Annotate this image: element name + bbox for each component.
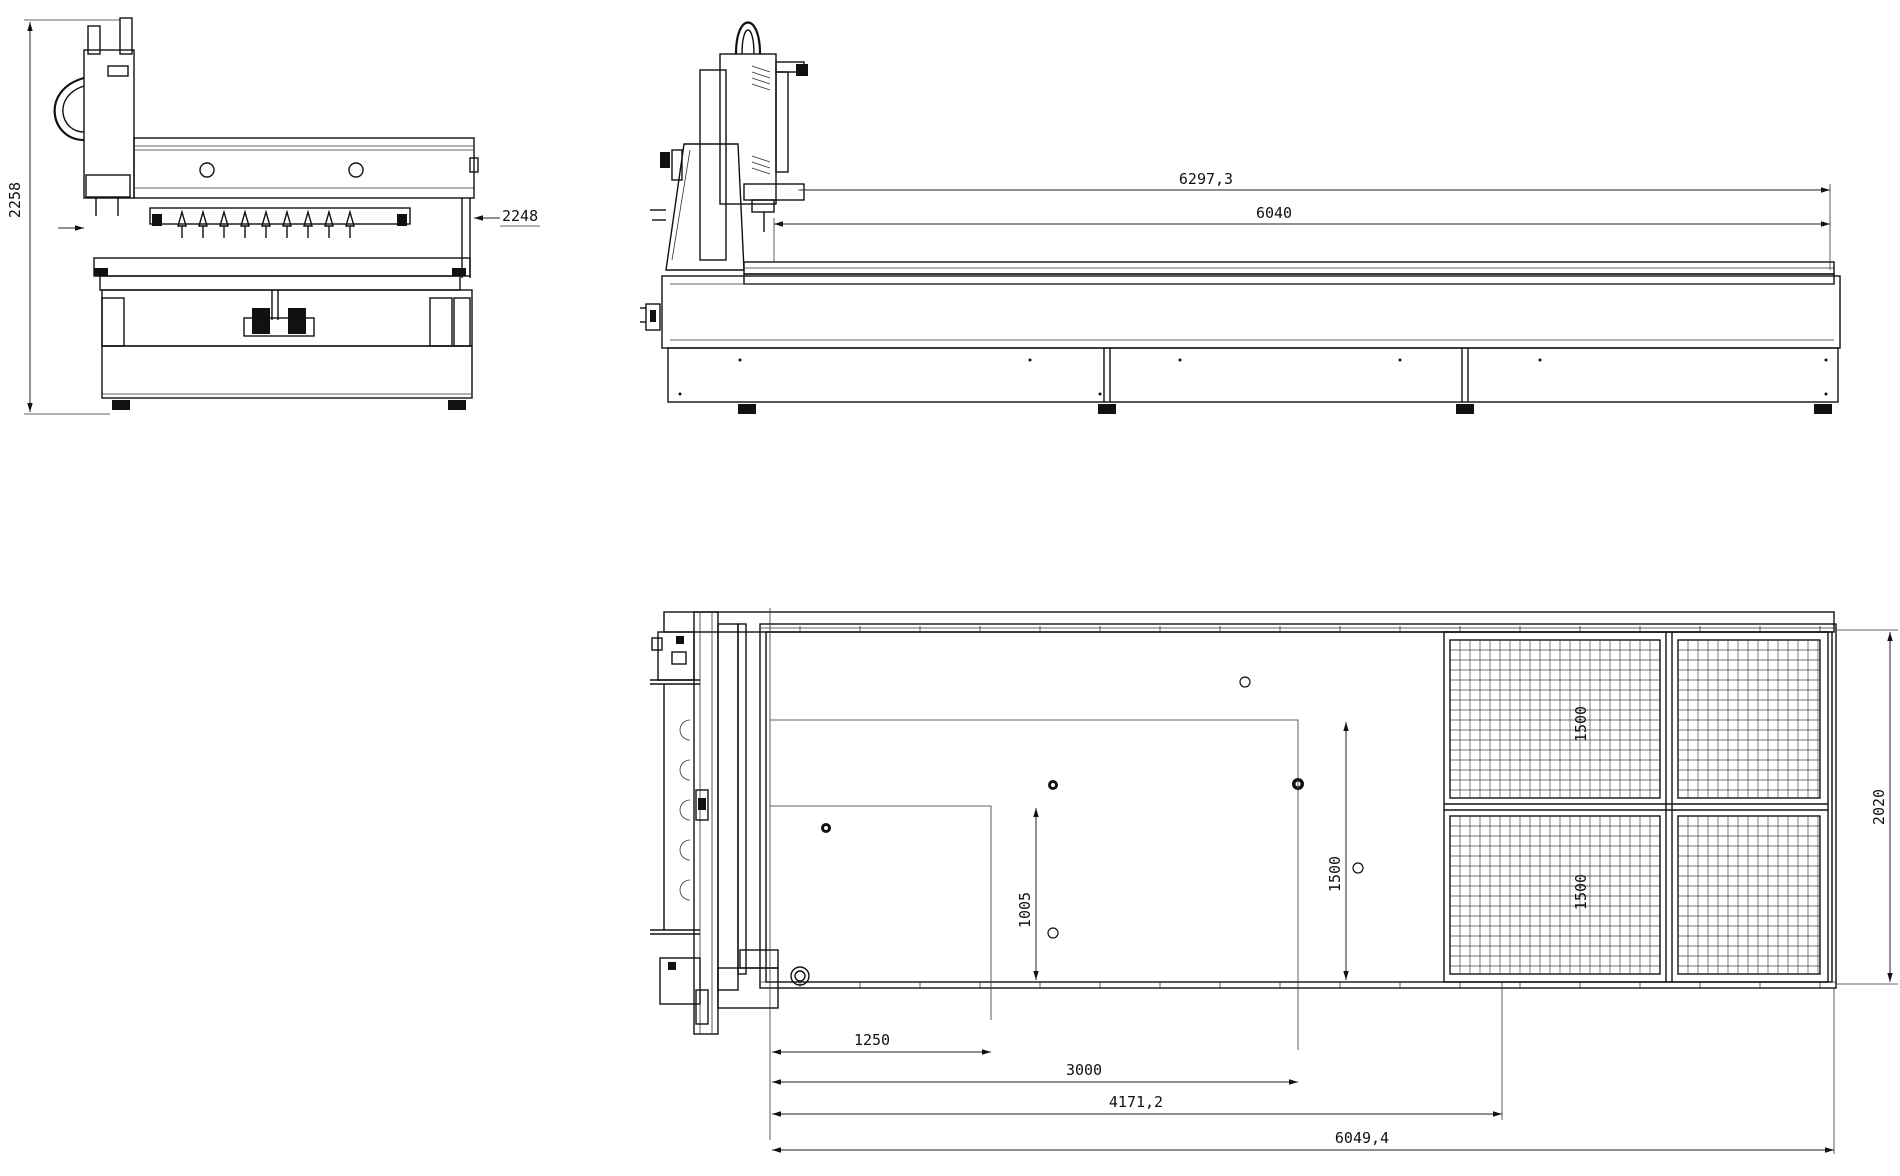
svg-text:1500: 1500 — [1572, 706, 1590, 742]
vent-slots — [751, 65, 771, 175]
grid-lines — [1450, 640, 1820, 974]
dim-top-1250: 1250 — [854, 1031, 890, 1049]
tool-holders — [152, 209, 407, 238]
dim-top-1005: 1005 — [1016, 892, 1034, 928]
top-view: 1005 1500 1500 1500 2020 1250 3000 4 — [650, 608, 1898, 1154]
dim-side-stroke: 6040 — [1256, 204, 1292, 222]
pumps — [243, 308, 315, 337]
dim-front-width: 2248 — [502, 207, 538, 225]
dim-front-height: 2258 — [6, 182, 24, 218]
cable-chain — [679, 719, 691, 901]
dim-top-width: 2020 — [1870, 789, 1888, 825]
vacuum-grid — [1443, 631, 1829, 983]
dim-top-1500: 1500 — [1326, 856, 1344, 892]
rail-ticks — [799, 626, 1821, 988]
dim-top-3000: 3000 — [1066, 1061, 1102, 1079]
front-view: 2258 — [6, 17, 540, 415]
dim-side-overall: 6297,3 — [1179, 170, 1233, 188]
side-view: 6297,3 6040 — [640, 21, 1841, 414]
svg-text:1500: 1500 — [1572, 874, 1590, 910]
dim-top-6049: 6049,4 — [1335, 1129, 1389, 1147]
dim-top-4171: 4171,2 — [1109, 1093, 1163, 1111]
